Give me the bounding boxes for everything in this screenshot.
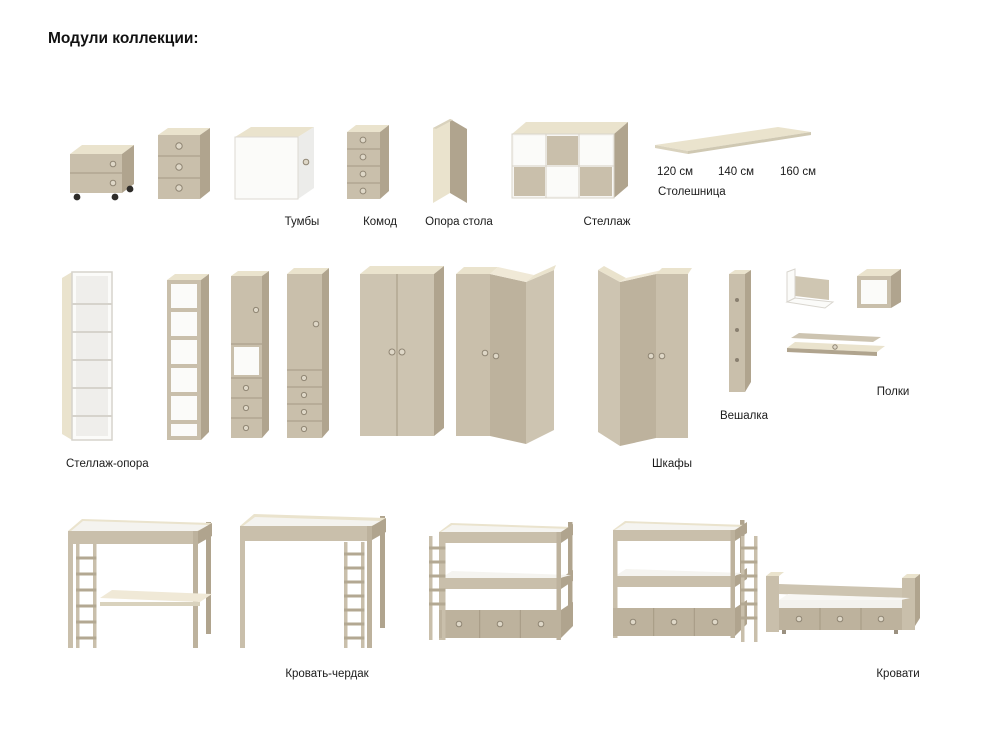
label-krovati: Кровати	[876, 668, 920, 680]
box-shelf-image	[853, 264, 905, 312]
tabletop-size-120: 120 см	[657, 166, 694, 178]
double-door-wardrobe-image	[356, 262, 448, 442]
label-stellazh-opora: Стеллаж-опора	[66, 458, 149, 470]
loft-bed-with-desk-image	[60, 504, 220, 654]
shelving-unit-image	[508, 112, 632, 204]
wall-shelf-image	[783, 326, 889, 366]
chest-of-drawers-image	[343, 120, 393, 204]
loft-bed-image	[232, 504, 394, 654]
page-title: Модули коллекции:	[48, 30, 199, 47]
shelf-support-rack-image	[60, 262, 118, 448]
wardrobe-with-drawers-image	[283, 264, 333, 444]
combi-cabinet-image	[227, 266, 273, 444]
label-stoleshnitsa: Столешница	[658, 186, 726, 198]
corner-wardrobe-left-image	[452, 258, 558, 448]
coat-rack-panel-image	[721, 264, 759, 400]
label-shkafy: Шкафы	[652, 458, 692, 470]
label-komod: Комод	[363, 216, 397, 228]
mobile-nightstand-image	[66, 136, 142, 204]
drawer-nightstand-image	[153, 122, 215, 204]
bunk-bed-ladder-right-image	[605, 510, 759, 650]
label-tumby: Тумбы	[284, 216, 320, 228]
desk-support-image	[426, 116, 474, 208]
label-krovat-cherdak: Кровать-чердак	[285, 668, 369, 680]
label-polki: Полки	[876, 386, 910, 398]
cube-cabinet-image	[232, 120, 318, 204]
tabletop-size-140: 140 см	[718, 166, 755, 178]
bunk-bed-ladder-left-image	[427, 514, 579, 650]
corner-shelf-image	[781, 268, 839, 312]
corner-wardrobe-right-image	[596, 256, 694, 450]
tall-open-shelf-image	[161, 270, 213, 446]
label-veshalka: Вешалка	[719, 410, 769, 422]
tabletop-image	[652, 124, 814, 156]
label-opora-stola: Опора стола	[425, 216, 493, 228]
daybed-image	[762, 562, 940, 652]
label-stellazh: Стеллаж	[583, 216, 631, 228]
tabletop-size-160: 160 см	[780, 166, 817, 178]
